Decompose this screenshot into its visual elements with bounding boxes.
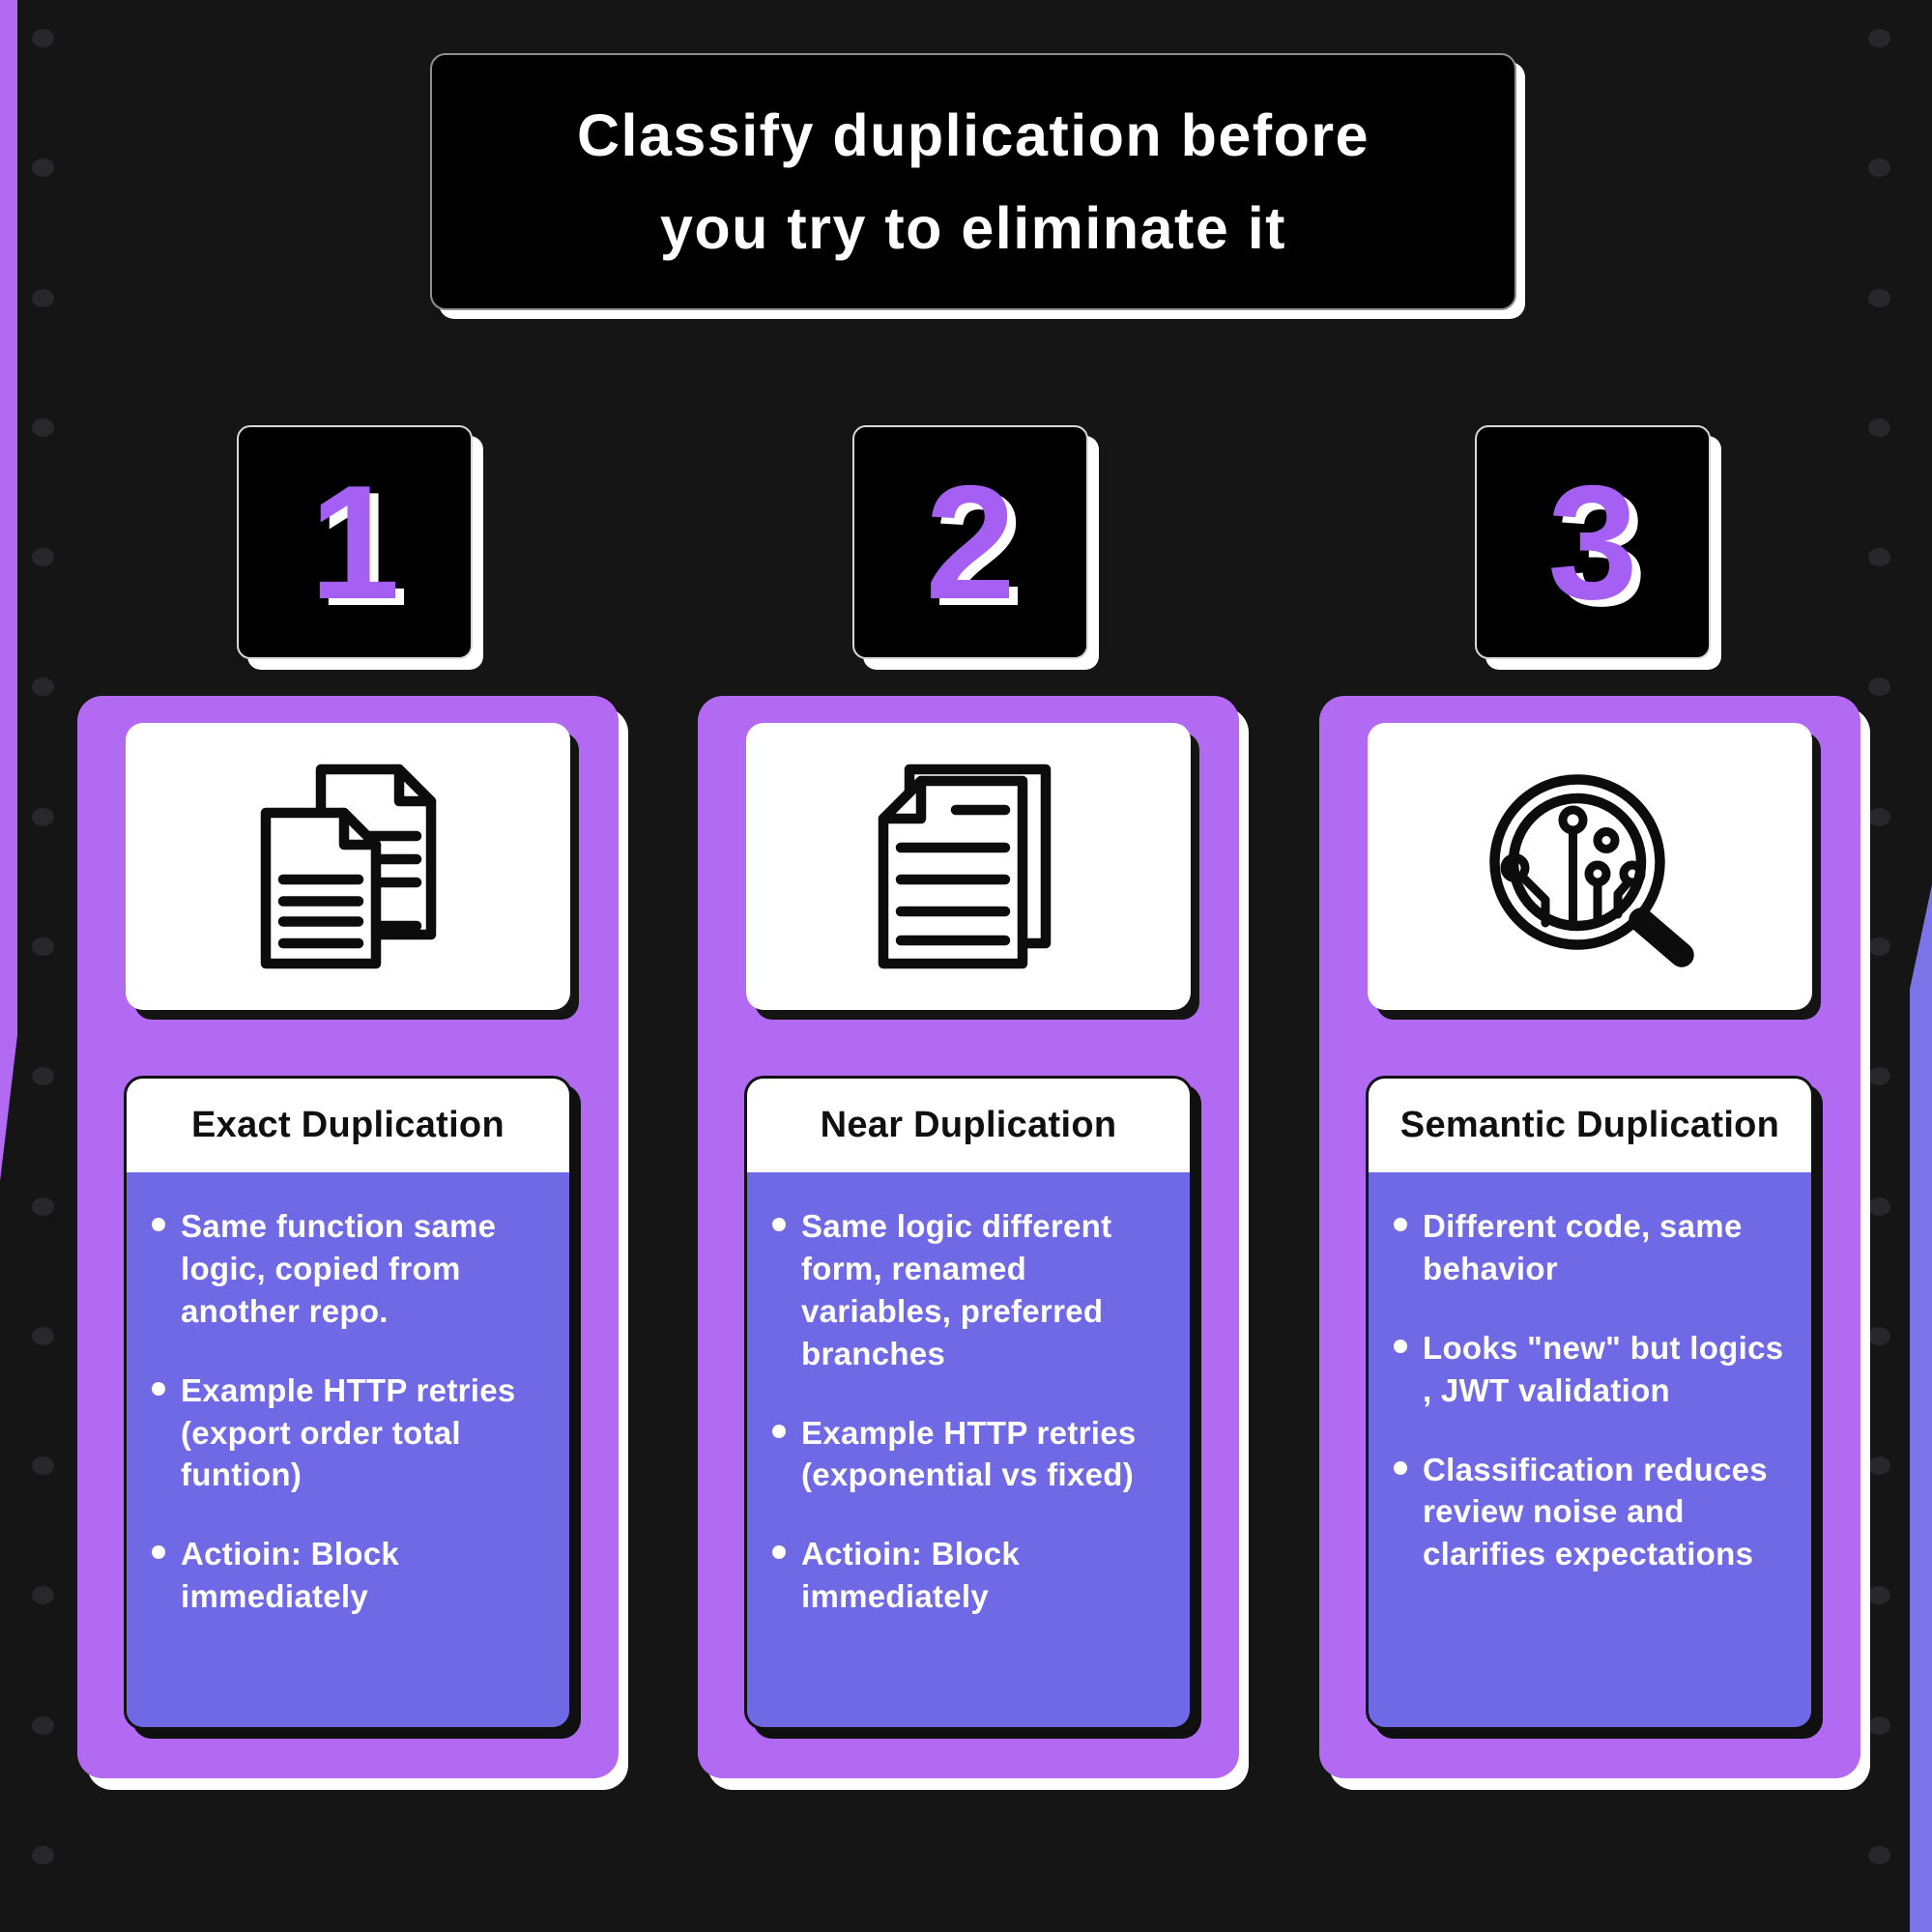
decorative-dot [32,548,54,567]
decorative-dot [32,937,54,956]
decorative-dot [1868,1716,1890,1735]
bullet-item: Example HTTP retries (export order total… [152,1370,544,1497]
step-3-content: Semantic Duplication Different code, sam… [1366,1076,1814,1730]
bullet-item: Same logic different form, renamed varia… [772,1205,1165,1375]
step-3-heading: Semantic Duplication [1369,1079,1811,1172]
decorative-dot [1868,159,1890,178]
bullet-dot [1394,1339,1407,1353]
bullet-item: Example HTTP retries (exponential vs fix… [772,1412,1165,1497]
decorative-dot [1868,1456,1890,1476]
step-2-heading: Near Duplication [747,1079,1190,1172]
step-3-badge: 3 [1475,425,1711,659]
step-2-badge: 2 [852,425,1088,659]
bullet-dot [1394,1218,1407,1231]
step-1-card: Exact Duplication Same function same log… [77,696,619,1778]
decorative-dot [1868,678,1890,697]
decorative-dot [32,1326,54,1345]
dot-column-right [1868,29,1891,1864]
step-3-card: Semantic Duplication Different code, sam… [1319,696,1860,1778]
decorative-dot [1868,548,1890,567]
decorative-dot [32,288,54,307]
bullet-dot [152,1381,165,1396]
decorative-dot [32,1456,54,1476]
semantic-search-icon [1488,774,1694,967]
decorative-dot [1868,29,1890,47]
decorative-dot [32,807,54,826]
decorative-dot [32,1586,54,1605]
step-3-icon-panel [1368,723,1812,1010]
decorative-dot [32,678,54,697]
decorative-dot [32,1845,54,1864]
bullet-item: Actioin: Block immediately [152,1533,544,1618]
step-1-heading: Exact Duplication [127,1079,569,1172]
decorative-dot [32,29,54,47]
bullet-dot [772,1424,786,1438]
decorative-dot [1868,937,1890,956]
step-3-number: 3 [1547,451,1638,633]
dot-column-left [32,29,55,1864]
bullet-item: Same function same logic, copied from an… [152,1205,544,1333]
decorative-dot [1868,1845,1890,1864]
decorative-dot [32,418,54,437]
step-2-content: Near Duplication Same logic different fo… [744,1076,1193,1730]
step-2-number: 2 [925,451,1016,633]
bullet-dot [772,1218,786,1231]
bullet-dot [152,1218,165,1231]
step-2-card: Near Duplication Same logic different fo… [698,696,1239,1778]
step-1-badge: 1 [237,425,473,659]
copy-documents-icon [260,764,436,969]
bullet-item: Looks "new" but logics , JWT validation [1394,1327,1786,1412]
decorative-dot [32,1716,54,1735]
decorative-dot [32,1067,54,1086]
left-ribbon-decoration [0,0,17,1182]
title-line-2: you try to eliminate it [660,195,1286,261]
decorative-dot [1868,1197,1890,1216]
step-1-icon-panel [126,723,570,1010]
decorative-dot [1868,288,1890,307]
decorative-dot [1868,1326,1890,1345]
decorative-dot [1868,1586,1890,1605]
title-line-1: Classify duplication before [576,102,1370,168]
decorative-dot [1868,1067,1890,1086]
right-ribbon-decoration [1910,884,1932,1932]
step-1-number: 1 [309,451,400,633]
title-card: Classify duplication before you try to e… [430,53,1516,310]
step-3-bullets: Different code, same behavior Looks "new… [1369,1172,1811,1593]
bullet-dot [152,1545,165,1560]
decorative-dot [32,1197,54,1216]
step-2-bullets: Same logic different form, renamed varia… [747,1172,1190,1635]
step-1-content: Exact Duplication Same function same log… [124,1076,572,1730]
bullet-dot [772,1545,786,1560]
decorative-dot [1868,418,1890,437]
bullet-item: Different code, same behavior [1394,1205,1786,1290]
bullet-item: Classification reduces review noise and … [1394,1449,1786,1576]
step-2-icon-panel [746,723,1191,1010]
decorative-dot [32,159,54,178]
stacked-documents-icon [878,764,1051,969]
decorative-dot [1868,807,1890,826]
bullet-item: Actioin: Block immediately [772,1533,1165,1618]
step-1-bullets: Same function same logic, copied from an… [127,1172,569,1635]
bullet-dot [1394,1460,1407,1475]
